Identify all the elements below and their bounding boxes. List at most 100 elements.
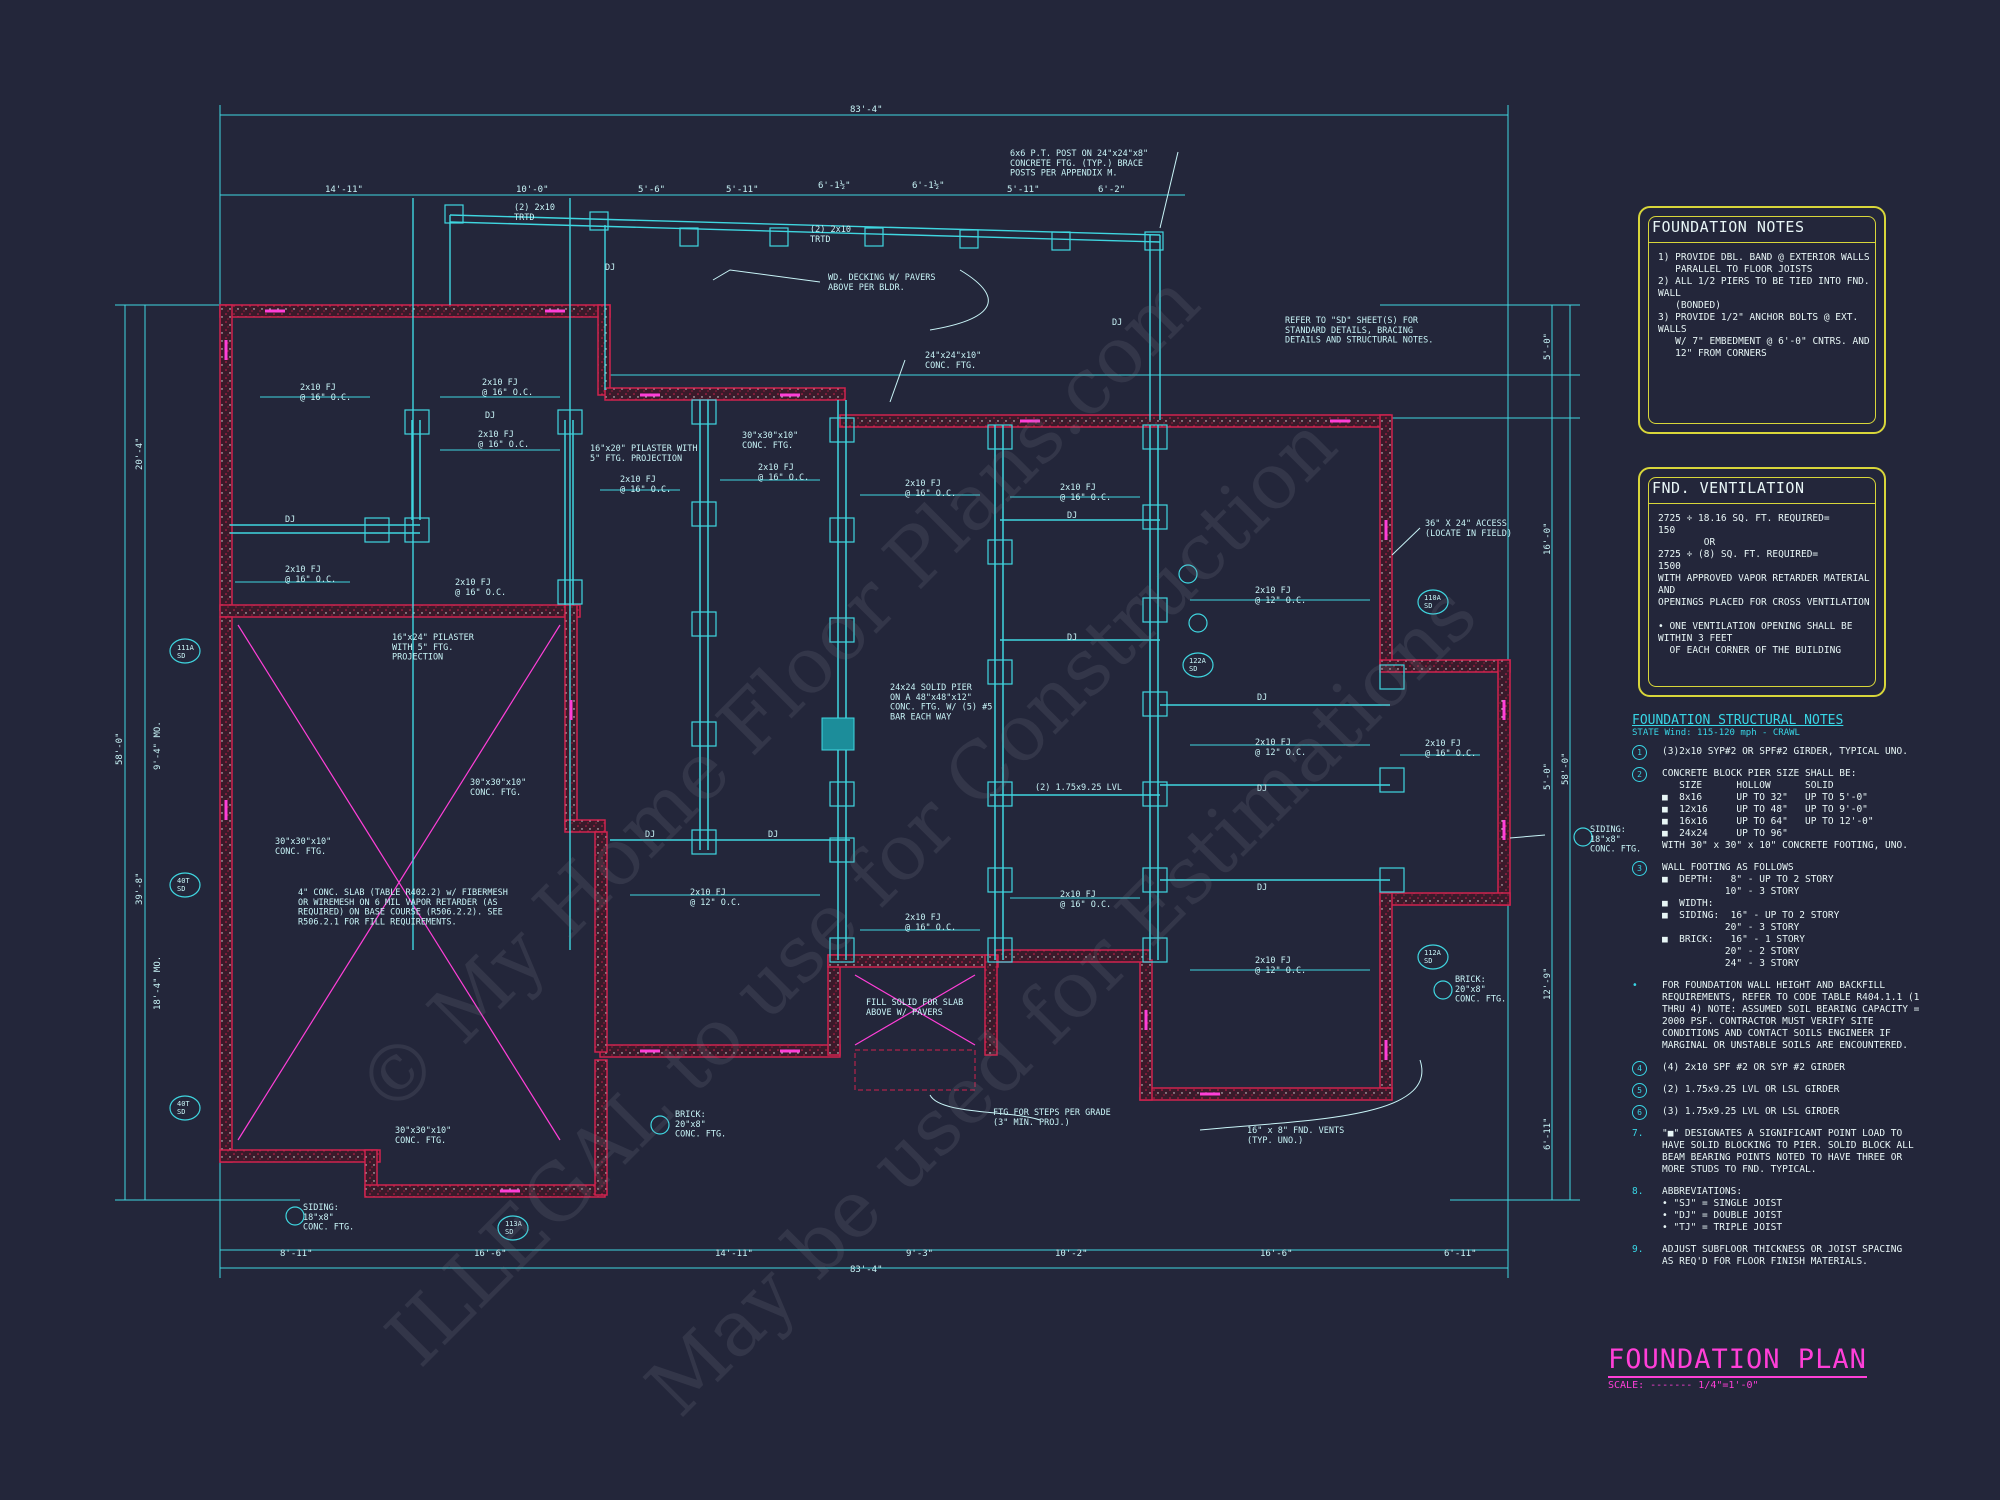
structural-note-item: 9.ADJUST SUBFLOOR THICKNESS OR JOIST SPA… <box>1632 1244 1972 1268</box>
dim-bottom: 16'-6" <box>474 1249 507 1259</box>
joist-label: 2x10 FJ@ 16" O.C. <box>620 475 671 495</box>
structural-note-text: "■" DESIGNATES A SIGNIFICANT POINT LOAD … <box>1662 1128 1914 1175</box>
structural-note-text: ADJUST SUBFLOOR THICKNESS OR JOIST SPACI… <box>1662 1244 1903 1267</box>
dj-label: DJ <box>605 263 615 273</box>
dim-bottom: 8'-11" <box>280 1249 313 1259</box>
dim-bottom: 16'-6" <box>1260 1249 1293 1259</box>
siding-note: SIDING:18"x8"CONC. FTG. <box>1590 825 1641 855</box>
drawing-title: FOUNDATION PLAN <box>1608 1344 1867 1378</box>
ftg-steps-note: FTG FOR STEPS PER GRADE(3" MIN. PROJ.) <box>993 1108 1111 1128</box>
dim-right: 6'-11" <box>1543 1117 1553 1150</box>
conc-ftg-note: 30"x30"x10"CONC. FTG. <box>742 431 798 451</box>
joist-label: 2x10 FJ@ 12" O.C. <box>1255 586 1306 606</box>
dj-label: DJ <box>645 830 655 840</box>
fnd-ventilation-body: 2725 ÷ 18.16 SQ. FT. REQUIRED= 150 OR 27… <box>1658 513 1870 656</box>
dj-label: DJ <box>485 411 495 421</box>
structural-note-text: (3) 1.75x9.25 LVL OR LSL GIRDER <box>1662 1106 1840 1117</box>
brick-note: BRICK:20"x8"CONC. FTG. <box>1455 975 1506 1005</box>
conc-ftg-note: 30"x30"x10"CONC. FTG. <box>275 837 331 857</box>
overall-dim-top: 83'-4" <box>850 105 883 115</box>
joist-label: 2x10 FJ@ 16" O.C. <box>285 565 336 585</box>
girders <box>230 400 1390 960</box>
dim-right: 5'-0" <box>1543 333 1553 360</box>
solid-pier <box>821 717 855 751</box>
structural-notes-title: FOUNDATION STRUCTURAL NOTES <box>1632 713 1844 728</box>
siding-note: SIDING:18"x8"CONC. FTG. <box>303 1203 354 1233</box>
dim-top: 10'-0" <box>516 185 549 195</box>
dim-top: 5'-11" <box>726 185 759 195</box>
structural-notes-subtitle: STATE Wind: 115-120 mph - CRAWL <box>1632 728 1800 738</box>
structural-note-item: 8.ABBREVIATIONS: • "SJ" = SINGLE JOIST •… <box>1632 1186 1972 1234</box>
dim-bottom: 9'-3" <box>906 1249 933 1259</box>
dj-label: DJ <box>1067 511 1077 521</box>
structural-note-number: 8. <box>1632 1186 1644 1197</box>
dim-right: 12'-9" <box>1543 967 1553 1000</box>
structural-note-text: (4) 2x10 SPF #2 OR SYP #2 GIRDER <box>1662 1062 1846 1073</box>
access-note: 36" X 24" ACCESS(LOCATE IN FIELD) <box>1425 519 1512 539</box>
dim-bottom: 6'-11" <box>1444 1249 1477 1259</box>
structural-note-text: CONCRETE BLOCK PIER SIZE SHALL BE: SIZE … <box>1662 768 1908 851</box>
joist-label: 2x10 FJ@ 16" O.C. <box>482 378 533 398</box>
conc-ftg-note: 30"x30"x10"CONC. FTG. <box>470 778 526 798</box>
leader-lines <box>712 151 1546 1131</box>
structural-note-number: • <box>1632 980 1638 991</box>
dj-label: DJ <box>285 515 295 525</box>
conc-ftg-note: 30"x30"x10"CONC. FTG. <box>395 1126 451 1146</box>
brick-note: BRICK:20"x8"CONC. FTG. <box>675 1110 726 1140</box>
foundation-notes-body: 1) PROVIDE DBL. BAND @ EXTERIOR WALLS PA… <box>1658 252 1870 359</box>
dim-top: 5'-6" <box>638 185 665 195</box>
joist-arrows <box>235 396 1480 971</box>
fnd-ventilation-title: FND. VENTILATION <box>1652 479 1805 497</box>
dj-label: DJ <box>1257 784 1267 794</box>
dim-right: 58'-0" <box>1561 752 1571 785</box>
foundation-notes-box: FOUNDATION NOTES 1) PROVIDE DBL. BAND @ … <box>1638 206 1886 434</box>
dim-right: 16'-0" <box>1543 522 1553 555</box>
structural-notes: FOUNDATION STRUCTURAL NOTES STATE Wind: … <box>1632 713 1972 1278</box>
lvl-label: (2) 1.75x9.25 LVL <box>1035 783 1122 793</box>
structural-note-item: •FOR FOUNDATION WALL HEIGHT AND BACKFILL… <box>1632 980 1972 1052</box>
overall-dim-bottom: 83'-4" <box>850 1265 883 1275</box>
dim-left: 39'-8" <box>135 872 145 905</box>
dim-right: 5'-0" <box>1543 763 1553 790</box>
structural-note-text: WALL FOOTING AS FOLLOWS ■ DEPTH: 8" - UP… <box>1662 862 1840 969</box>
structural-note-item: 6(3) 1.75x9.25 LVL OR LSL GIRDER <box>1632 1105 1972 1120</box>
dj-label: DJ <box>1112 318 1122 328</box>
structural-note-number: 5 <box>1632 1083 1647 1098</box>
slab-note: 4" CONC. SLAB (TABLE R402.2) w/ FIBERMES… <box>298 888 508 927</box>
structural-note-number: 1 <box>1632 745 1647 760</box>
dj-label: DJ <box>768 830 778 840</box>
plan-annotations: 6x6 P.T. POST ON 24"x24"x8"CONCRETE FTG.… <box>177 149 1641 1236</box>
structural-note-number: 7. <box>1632 1128 1644 1139</box>
dim-bottom: 14'-11" <box>715 1249 753 1259</box>
dj-label: DJ <box>1257 883 1267 893</box>
dimension-labels: 83'-4" 83'-4" 14'-11" 10'-0" 5'-6" 5'-11… <box>115 105 1571 1275</box>
piers <box>364 204 1405 963</box>
title-block: FOUNDATION PLAN SCALE: ------- 1/4"=1'-0… <box>1608 1344 1867 1391</box>
joist-label: 2x10 FJ@ 12" O.C. <box>1255 956 1306 976</box>
dj-label: DJ <box>1067 633 1077 643</box>
structural-note-text: (3)2x10 SYP#2 OR SPF#2 GIRDER, TYPICAL U… <box>1662 746 1908 757</box>
joist-label: 2x10 FJ@ 16" O.C. <box>1425 739 1476 759</box>
structural-note-item: 5(2) 1.75x9.25 LVL OR LSL GIRDER <box>1632 1083 1972 1098</box>
dim-top: 6'-1½" <box>912 180 945 191</box>
dim-bottom: 10'-2" <box>1055 1249 1088 1259</box>
garage-slab-x <box>237 624 976 1141</box>
foundation-notes-title: FOUNDATION NOTES <box>1652 218 1805 236</box>
structural-note-item: 1 (3)2x10 SYP#2 OR SPF#2 GIRDER, TYPICAL … <box>1632 745 1972 760</box>
deck-framing <box>412 198 1161 950</box>
